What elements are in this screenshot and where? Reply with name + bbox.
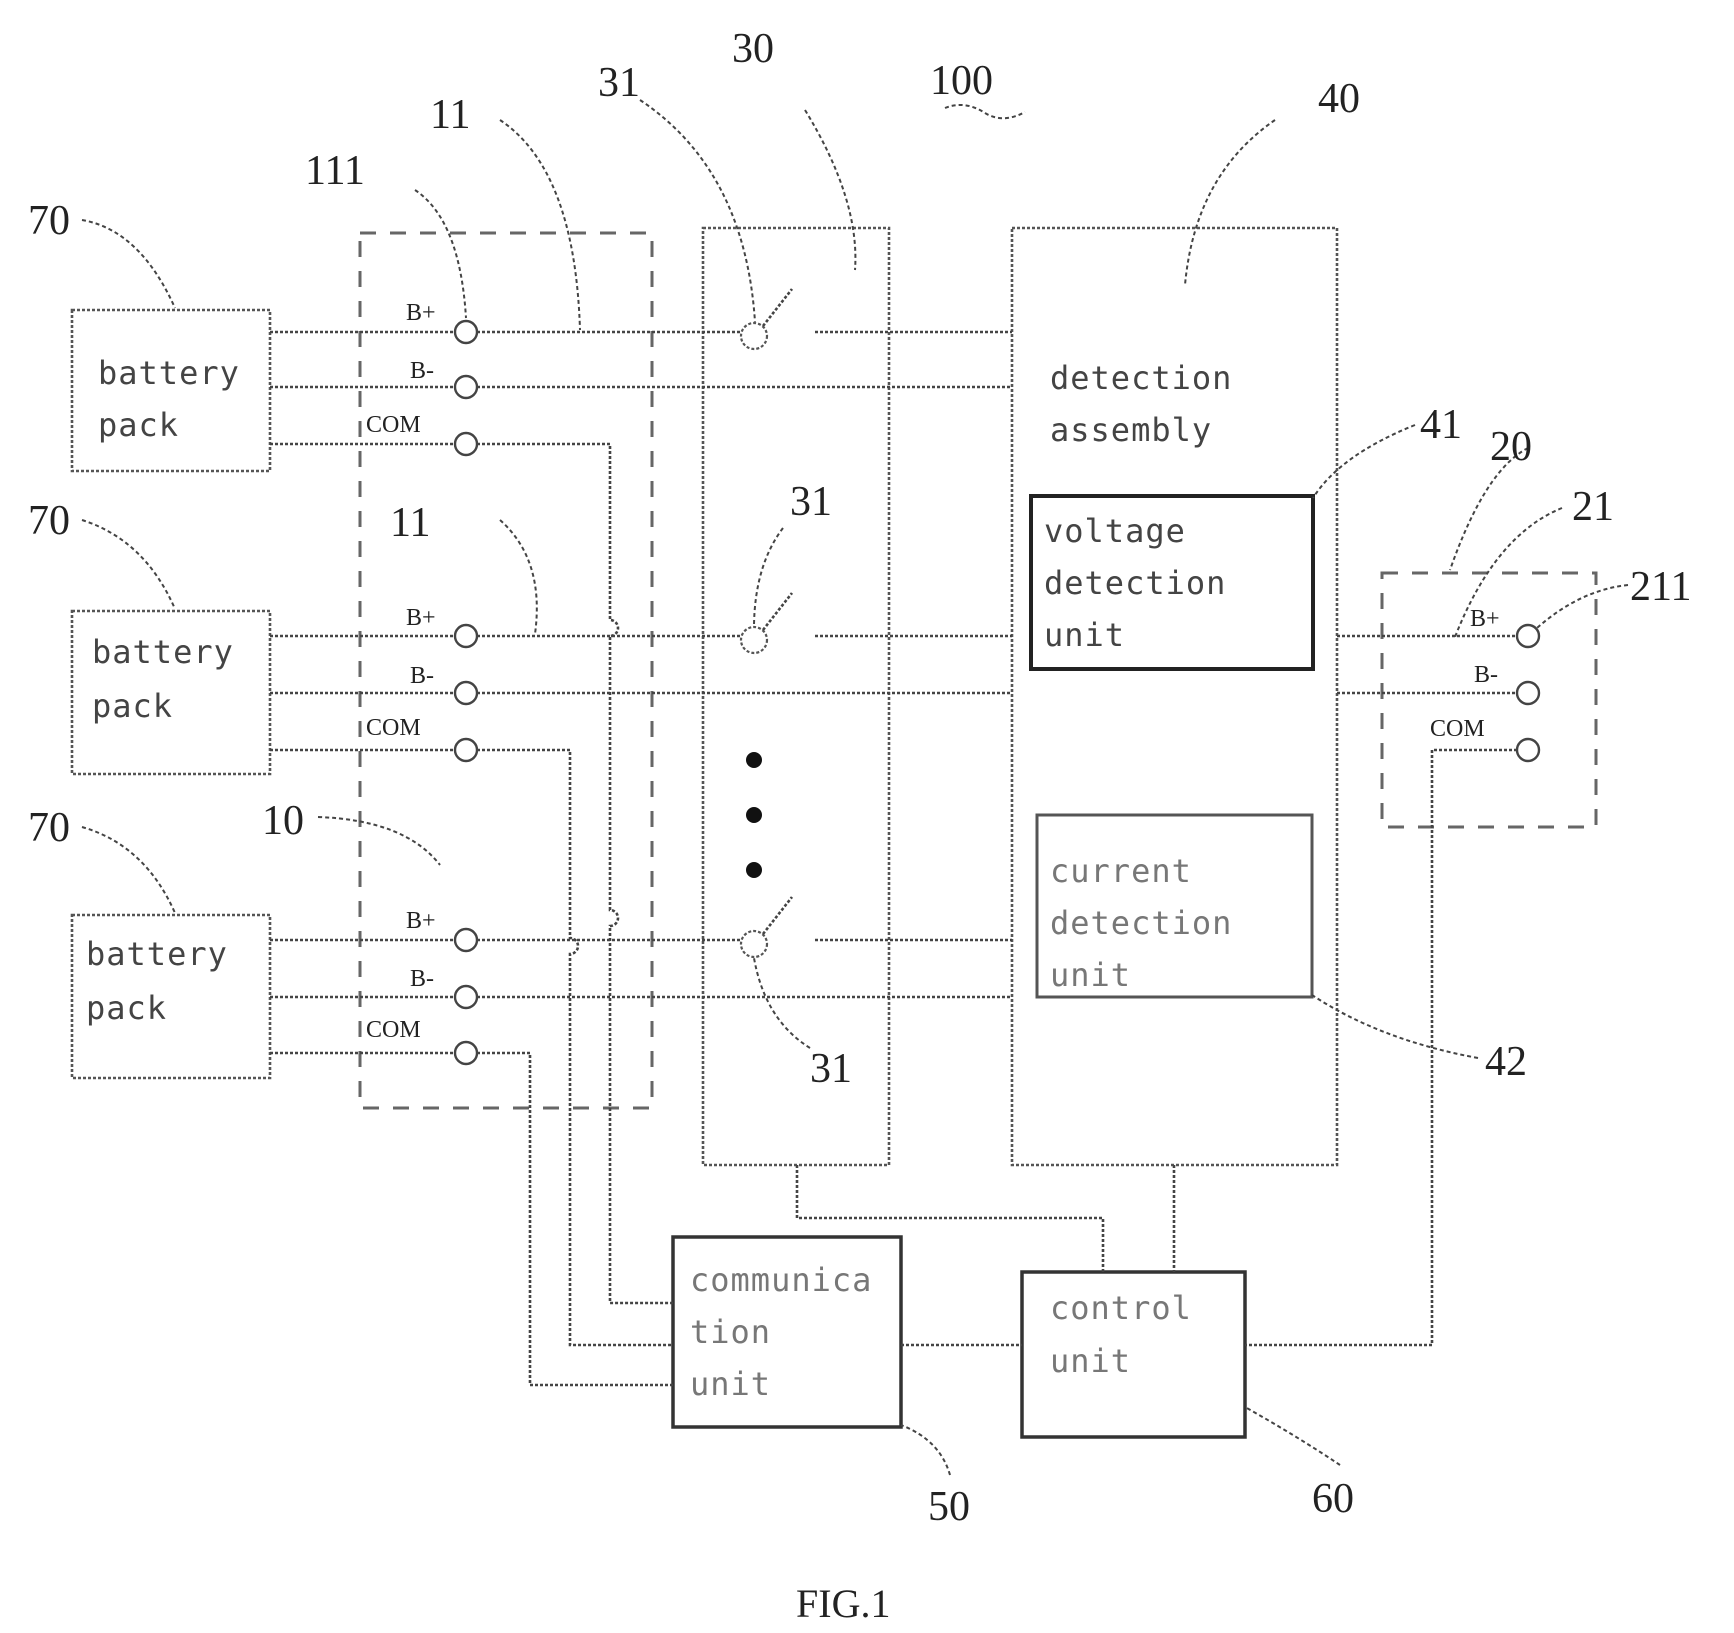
voltage-unit-line3: unit — [1044, 616, 1125, 654]
input-terminal-labels: B+ B- COM B+ B- COM B+ B- COM — [366, 300, 436, 1043]
switch-module-box — [703, 228, 889, 1165]
b-minus-label: B- — [410, 663, 434, 689]
out-b-minus-label: B- — [1474, 662, 1498, 688]
current-unit-line3: unit — [1050, 956, 1131, 994]
ref-31: 31 — [810, 1046, 852, 1092]
ref-41: 41 — [1420, 402, 1462, 448]
control-unit-line2: unit — [1050, 1342, 1131, 1380]
com-label: COM — [366, 412, 421, 438]
b-plus-label: B+ — [406, 300, 436, 326]
control-unit-line1: control — [1050, 1289, 1192, 1327]
battery-pack-label-line2: pack — [86, 989, 167, 1027]
input-terminals — [455, 321, 477, 1064]
terminal-com — [455, 1042, 477, 1064]
b-minus-label: B- — [410, 358, 434, 384]
ref-70: 70 — [28, 198, 70, 244]
ref-31: 31 — [790, 479, 832, 525]
terminal-b-minus — [455, 986, 477, 1008]
ref-50: 50 — [928, 1484, 970, 1530]
terminal-b-plus — [455, 929, 477, 951]
output-terminal-com — [1517, 739, 1539, 761]
terminal-b-plus — [455, 625, 477, 647]
ref-31: 31 — [598, 60, 640, 106]
ref-211: 211 — [1630, 564, 1691, 610]
input-terminal-group-boundary — [360, 233, 652, 1108]
ref-21: 21 — [1572, 484, 1614, 530]
ref-60: 60 — [1312, 1476, 1354, 1522]
output-terminals — [1517, 625, 1539, 761]
current-unit-line1: current — [1050, 852, 1192, 890]
terminal-b-minus — [455, 682, 477, 704]
ref-42: 42 — [1485, 1039, 1527, 1085]
ref-11: 11 — [390, 500, 430, 546]
com-label: COM — [366, 1017, 421, 1043]
battery-pack-label-line1: battery — [98, 354, 240, 392]
detection-assembly-label-line2: assembly — [1050, 411, 1212, 449]
terminal-b-minus — [455, 376, 477, 398]
voltage-unit-line2: detection — [1044, 564, 1226, 602]
ref-70: 70 — [28, 805, 70, 851]
ref-20: 20 — [1490, 424, 1532, 470]
out-com-label: COM — [1430, 716, 1485, 742]
communication-unit-line3: unit — [690, 1365, 771, 1403]
terminal-b-plus — [455, 321, 477, 343]
ref-100: 100 — [930, 58, 993, 104]
battery-pack-label-line1: battery — [92, 633, 234, 671]
b-minus-label: B- — [410, 966, 434, 992]
terminal-com — [455, 739, 477, 761]
ref-40: 40 — [1318, 76, 1360, 122]
ref-10: 10 — [262, 798, 304, 844]
ref-11: 11 — [430, 92, 470, 138]
figure-caption: FIG.1 — [796, 1581, 890, 1626]
voltage-unit-line1: voltage — [1044, 512, 1186, 550]
ref-70: 70 — [28, 498, 70, 544]
battery-pack-label-line2: pack — [98, 406, 179, 444]
ref-30: 30 — [732, 26, 774, 72]
output-terminal-labels: B+ B- COM — [1430, 606, 1500, 742]
communication-unit-line1: communica — [690, 1261, 872, 1299]
output-terminal-b-minus — [1517, 682, 1539, 704]
out-b-plus-label: B+ — [1470, 606, 1500, 632]
b-plus-label: B+ — [406, 605, 436, 631]
battery-pack-label-line1: battery — [86, 935, 228, 973]
current-unit-line2: detection — [1050, 904, 1232, 942]
b-plus-label: B+ — [406, 908, 436, 934]
com-label: COM — [366, 715, 421, 741]
output-terminal-b-plus — [1517, 625, 1539, 647]
terminal-com — [455, 433, 477, 455]
battery-pack-label-line2: pack — [92, 687, 173, 725]
communication-unit-line2: tion — [690, 1313, 771, 1351]
detection-assembly-label-line1: detection — [1050, 359, 1232, 397]
ref-111: 111 — [305, 148, 365, 194]
